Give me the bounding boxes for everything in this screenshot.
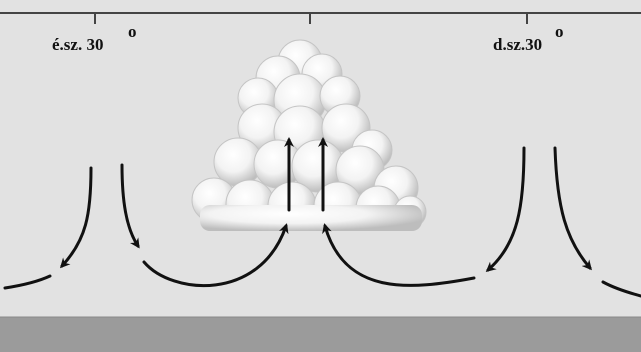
updraft-arrows (284, 137, 328, 212)
surface-flow-north-outer (3, 274, 52, 290)
north-latitude-label: é.sz. 30 (52, 35, 103, 54)
surface-flow-south-outer (601, 280, 641, 298)
descending-arrow-north-inner (120, 163, 140, 249)
surface-flow-to-equator-south (322, 223, 476, 287)
top-boundary (0, 12, 641, 24)
circulation-arrow-icon (3, 146, 641, 298)
south-degree-sign: o (555, 22, 564, 41)
ground-band (0, 317, 641, 352)
north-degree-sign: o (128, 22, 137, 41)
surface-flow-to-equator-north (142, 223, 289, 287)
descending-arrow-north-outer (59, 166, 93, 269)
cumulus-cloud-icon (191, 39, 427, 231)
descending-arrow-south-outer (553, 146, 592, 271)
south-latitude-label: d.sz.30 (493, 35, 542, 54)
descending-arrow-south-inner (485, 146, 526, 272)
